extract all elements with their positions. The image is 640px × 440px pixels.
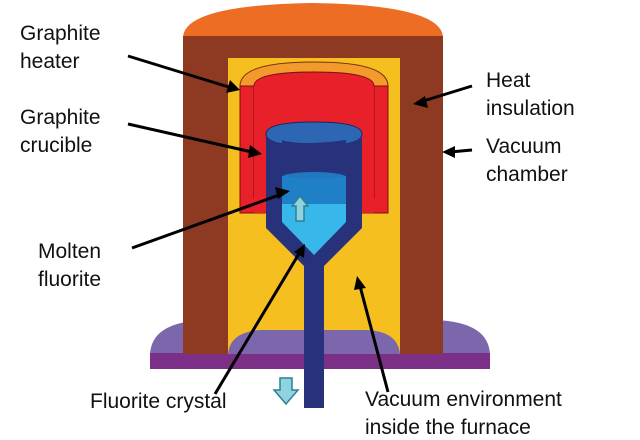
label-vacuum-chamber-line1: Vacuum — [486, 135, 562, 158]
graphite-crucible-rim — [265, 121, 363, 147]
arrowhead-crucible-icon — [248, 145, 262, 158]
molten-fluorite-surface — [282, 172, 346, 182]
label-vacuum-environment: Vacuum environment inside the furnace — [365, 386, 562, 440]
label-heat-insulation-line2: insulation — [486, 97, 575, 120]
leader-crucible — [127, 122, 253, 154]
label-heat-insulation: Heat insulation — [486, 67, 575, 123]
label-graphite-crucible: Graphite crucible — [20, 104, 101, 160]
arrowhead-insulation-icon — [413, 96, 428, 108]
label-vacuum-environment-line1: Vacuum environment — [365, 388, 562, 411]
graphite-heater-front-left — [254, 86, 268, 213]
leader-lines — [127, 54, 473, 395]
molten-fluorite — [282, 176, 346, 204]
pull-down-arrow-icon — [272, 377, 300, 406]
label-vacuum-chamber: Vacuum chamber — [486, 133, 568, 189]
arrowhead-chamber-icon — [442, 146, 455, 158]
label-fluorite-crystal: Fluorite crystal — [90, 390, 227, 413]
label-heat-insulation-line1: Heat — [486, 69, 531, 92]
arrowhead-crystal-icon — [294, 244, 305, 258]
arrowhead-heater-icon — [226, 80, 240, 93]
label-graphite-heater-line1: Graphite — [20, 22, 101, 45]
growth-up-arrow-icon — [290, 194, 310, 222]
leader-arrowheads — [226, 80, 455, 290]
arrowhead-vacuum-env-icon — [354, 276, 366, 290]
leader-molten — [131, 192, 283, 250]
label-molten-fluorite-line2: fluorite — [38, 268, 102, 291]
label-graphite-crucible-line2: crucible — [20, 134, 93, 157]
label-graphite-heater-line2: heater — [20, 50, 80, 73]
chamber-dome — [183, 3, 443, 38]
graphite-heater-front-right — [360, 86, 374, 213]
label-vacuum-environment-line2: inside the furnace — [365, 416, 531, 439]
label-molten-fluorite: Molten fluorite — [38, 238, 101, 294]
leader-heater — [127, 54, 233, 90]
label-molten-fluorite-line1: Molten — [38, 240, 102, 263]
leader-crystal — [213, 251, 302, 395]
label-graphite-heater: Graphite heater — [20, 20, 101, 76]
label-vacuum-chamber-line2: chamber — [486, 163, 568, 186]
leader-vacuum-env — [358, 285, 390, 393]
label-graphite-crucible-line1: Graphite — [20, 106, 101, 129]
leader-insulation — [419, 84, 473, 104]
arrowhead-molten-icon — [275, 187, 290, 199]
